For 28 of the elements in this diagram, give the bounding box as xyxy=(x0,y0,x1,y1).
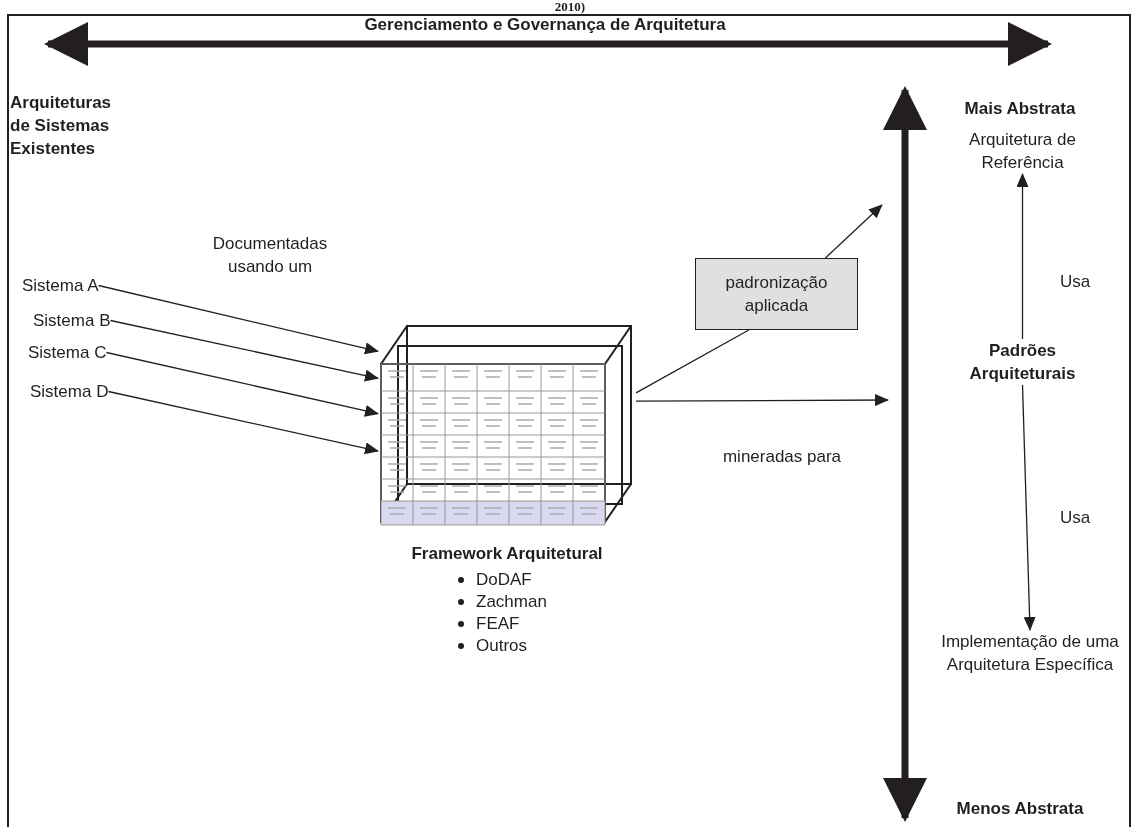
arrow xyxy=(105,351,379,417)
annotation-text: Documentadas usando um xyxy=(211,233,329,278)
arrow xyxy=(97,284,379,355)
arrow xyxy=(107,390,379,455)
system-label: Sistema B xyxy=(33,309,111,332)
list-item: DoDAF xyxy=(476,570,532,589)
axis-label: Mais Abstrata xyxy=(963,98,1077,120)
arrow xyxy=(1016,173,1029,340)
arrow xyxy=(1021,384,1036,631)
system-label: Sistema D xyxy=(30,380,109,403)
list-item: Zachman xyxy=(476,592,547,611)
list-item: Outros xyxy=(476,636,528,655)
arrow xyxy=(635,394,889,407)
process-box: padronização aplicada xyxy=(695,258,858,330)
arrow xyxy=(109,319,379,382)
axis-label: Menos Abstrata xyxy=(955,798,1085,820)
section-heading: Arquiteturas de Sistemas Existentes xyxy=(10,92,113,160)
diagram-title: Gerenciamento e Governança de Arquitetura xyxy=(363,14,727,36)
level-label: Padrões Arquiteturais xyxy=(950,339,1095,385)
level-label: Arquitetura de Referência xyxy=(960,128,1085,174)
connector-line xyxy=(635,329,750,394)
caption-fragment: 2010) xyxy=(553,0,587,14)
level-label: Implementação de uma Arquitetura Específica xyxy=(940,630,1120,676)
arrow xyxy=(824,204,883,259)
list-item: FEAF xyxy=(476,614,520,633)
system-label: Sistema C xyxy=(28,341,107,364)
framework-label: Framework Arquitetural xyxy=(410,543,604,565)
system-label: Sistema A xyxy=(22,274,99,297)
